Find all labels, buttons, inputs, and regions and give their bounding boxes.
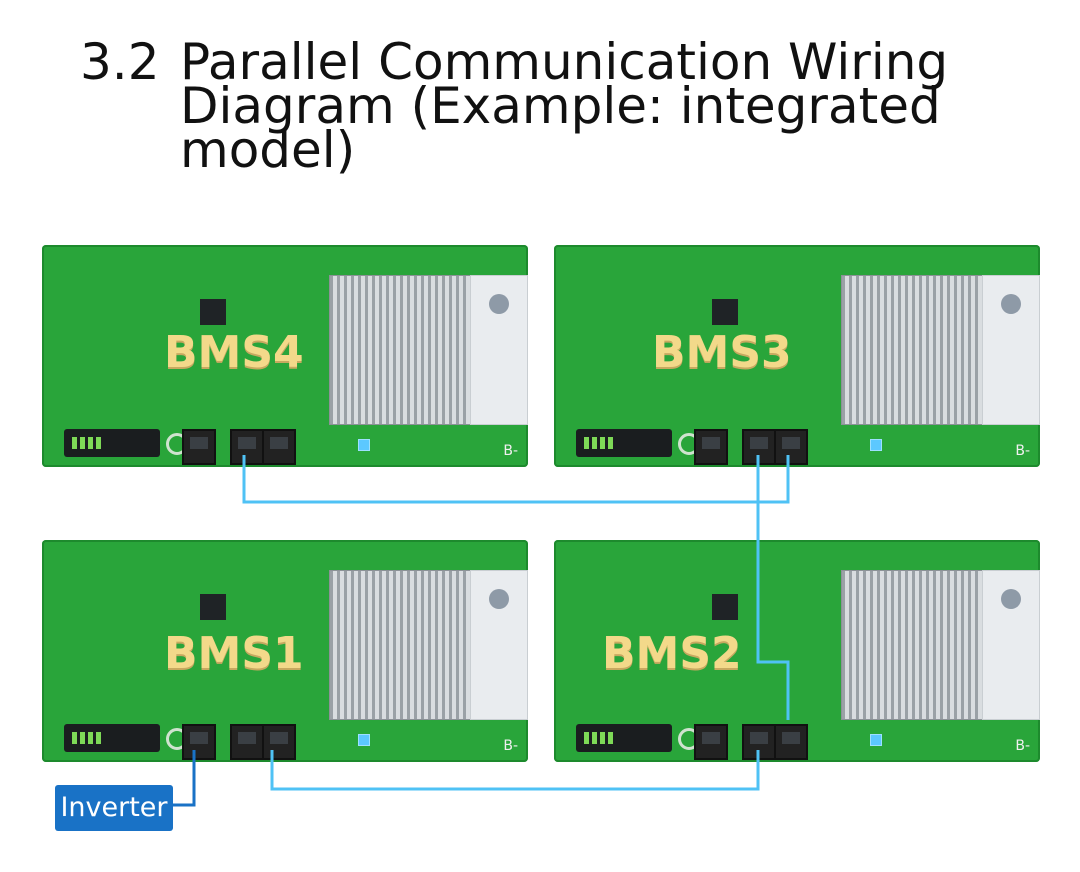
product-label bbox=[470, 275, 528, 425]
bms-label: BMS4 bbox=[164, 327, 304, 378]
bms2-board: BMS2 B- bbox=[554, 540, 1040, 762]
chip bbox=[712, 299, 738, 325]
port-a bbox=[742, 724, 776, 760]
product-label bbox=[982, 275, 1040, 425]
port-a bbox=[230, 724, 264, 760]
battery-indicator-icon bbox=[64, 429, 160, 457]
port-b bbox=[262, 724, 296, 760]
led-icon bbox=[870, 734, 882, 746]
bms1-board: BMS1 B- bbox=[42, 540, 528, 762]
port-b bbox=[262, 429, 296, 465]
bms-label: BMS1 bbox=[164, 628, 304, 679]
port-a bbox=[742, 429, 776, 465]
daly-logo-icon bbox=[1001, 294, 1021, 314]
bms-label: BMS3 bbox=[652, 327, 792, 378]
board-marking: B- bbox=[503, 738, 518, 754]
port-b bbox=[774, 429, 808, 465]
daly-logo-icon bbox=[1001, 589, 1021, 609]
board-marking: B- bbox=[1015, 738, 1030, 754]
led-icon bbox=[358, 439, 370, 451]
product-label bbox=[982, 570, 1040, 720]
heatsink bbox=[841, 275, 983, 425]
port-left bbox=[694, 429, 728, 465]
led-icon bbox=[870, 439, 882, 451]
heatsink bbox=[329, 275, 471, 425]
bms3-board: BMS3 B- bbox=[554, 245, 1040, 467]
battery-indicator-icon bbox=[64, 724, 160, 752]
daly-logo-icon bbox=[489, 294, 509, 314]
led-icon bbox=[358, 734, 370, 746]
port-left bbox=[182, 724, 216, 760]
battery-indicator-icon bbox=[576, 724, 672, 752]
board-marking: B- bbox=[1015, 443, 1030, 459]
daly-logo-icon bbox=[489, 589, 509, 609]
heatsink bbox=[329, 570, 471, 720]
port-left bbox=[182, 429, 216, 465]
bms4-board: BMS4 B- bbox=[42, 245, 528, 467]
port-left bbox=[694, 724, 728, 760]
bms-label: BMS2 bbox=[602, 628, 742, 679]
heatsink bbox=[841, 570, 983, 720]
product-label bbox=[470, 570, 528, 720]
chip bbox=[200, 594, 226, 620]
chip bbox=[200, 299, 226, 325]
port-b bbox=[774, 724, 808, 760]
battery-indicator-icon bbox=[576, 429, 672, 457]
inverter-box: Inverter bbox=[55, 785, 173, 831]
chip bbox=[712, 594, 738, 620]
board-marking: B- bbox=[503, 443, 518, 459]
port-a bbox=[230, 429, 264, 465]
